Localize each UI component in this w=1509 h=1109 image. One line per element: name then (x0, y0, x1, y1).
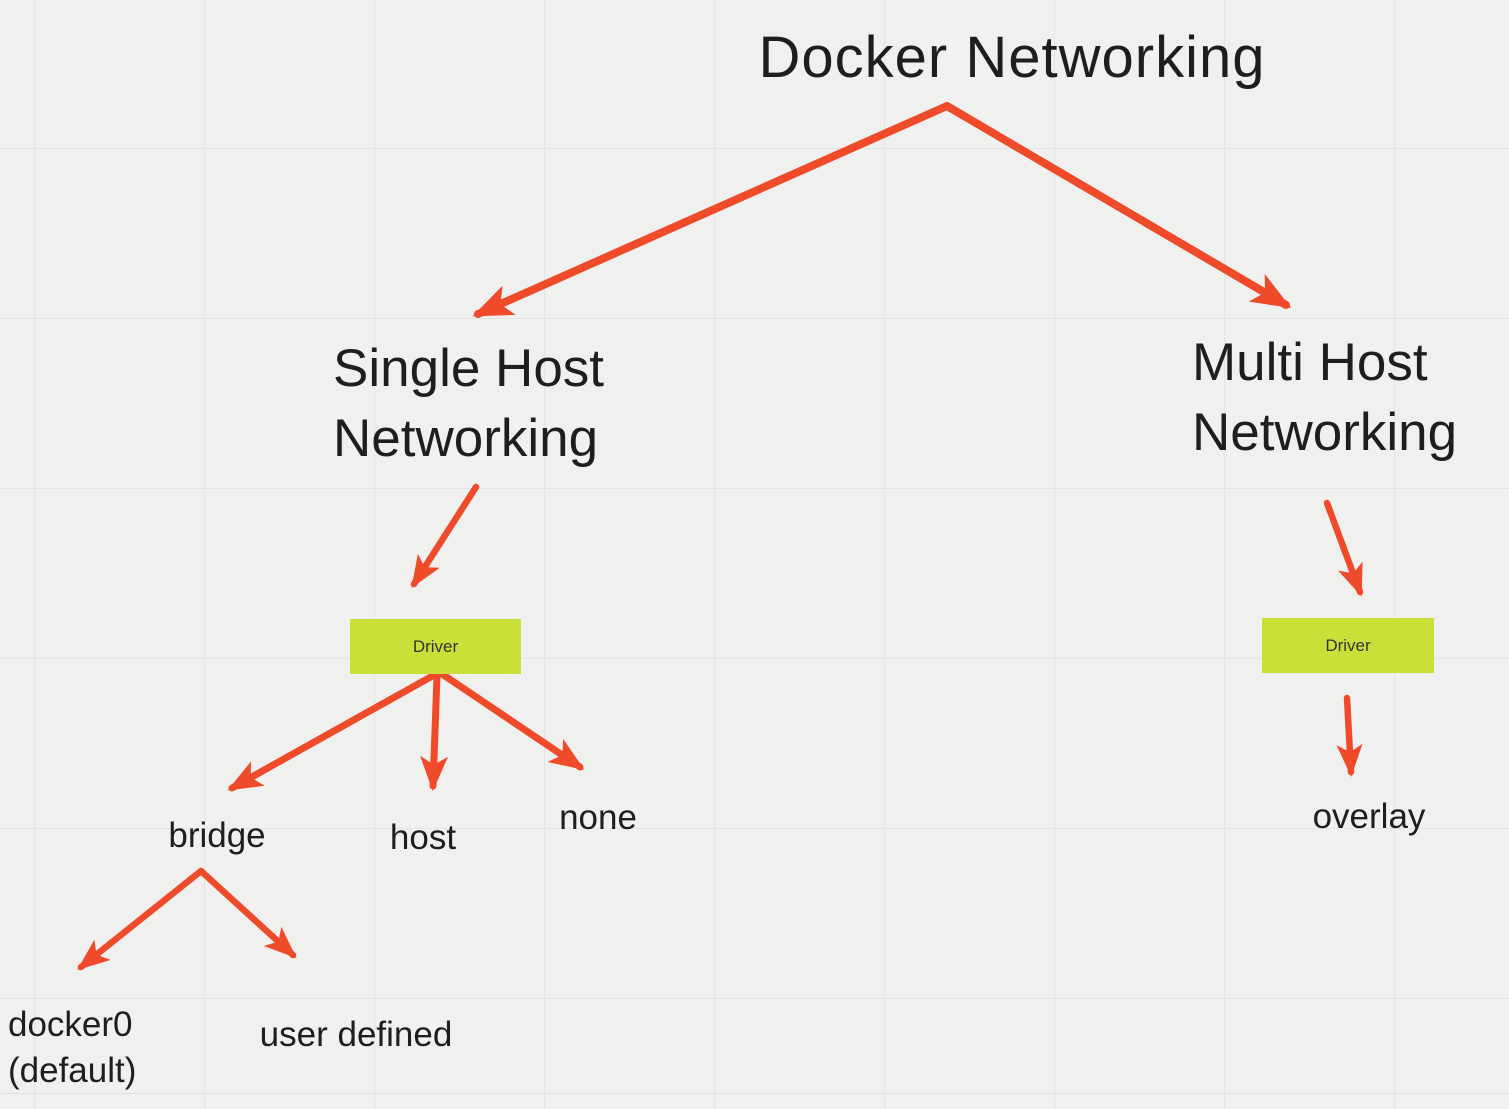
arrow-docker-to-multi (943, 102, 1292, 309)
arrow-driver-to-host (420, 672, 449, 792)
node-driver-box-right: Driver (1262, 618, 1434, 673)
node-multi-host-networking: Multi Host Networking (1192, 333, 1458, 462)
node-none: none (559, 798, 637, 837)
arrow-driver-to-overlay (1336, 694, 1363, 777)
node-docker-networking: Docker Networking (758, 25, 1266, 90)
node-docker0-default: docker0 (default) (8, 1005, 137, 1090)
arrow-driver-to-bridge (227, 670, 440, 792)
driver-box-left-label: Driver (412, 636, 459, 656)
node-single-host-networking: Single Host Networking (333, 339, 605, 468)
arrow-driver-to-none (438, 670, 585, 771)
arrow-multi-to-driver (1323, 499, 1364, 597)
arrow-single-to-driver (410, 483, 480, 589)
driver-box-right-label: Driver (1325, 635, 1371, 655)
node-host: host (389, 818, 457, 857)
arrow-bridge-to-userdef (197, 867, 297, 959)
node-bridge: bridge (168, 816, 266, 855)
node-driver-box-left: Driver (350, 619, 521, 674)
node-user-defined: user defined (259, 1015, 453, 1054)
arrow-bridge-to-docker0 (77, 867, 205, 971)
arrow-docker-to-single (472, 102, 951, 318)
canvas-bottom-edge-line (0, 1093, 1509, 1094)
node-overlay: overlay (1312, 797, 1426, 836)
